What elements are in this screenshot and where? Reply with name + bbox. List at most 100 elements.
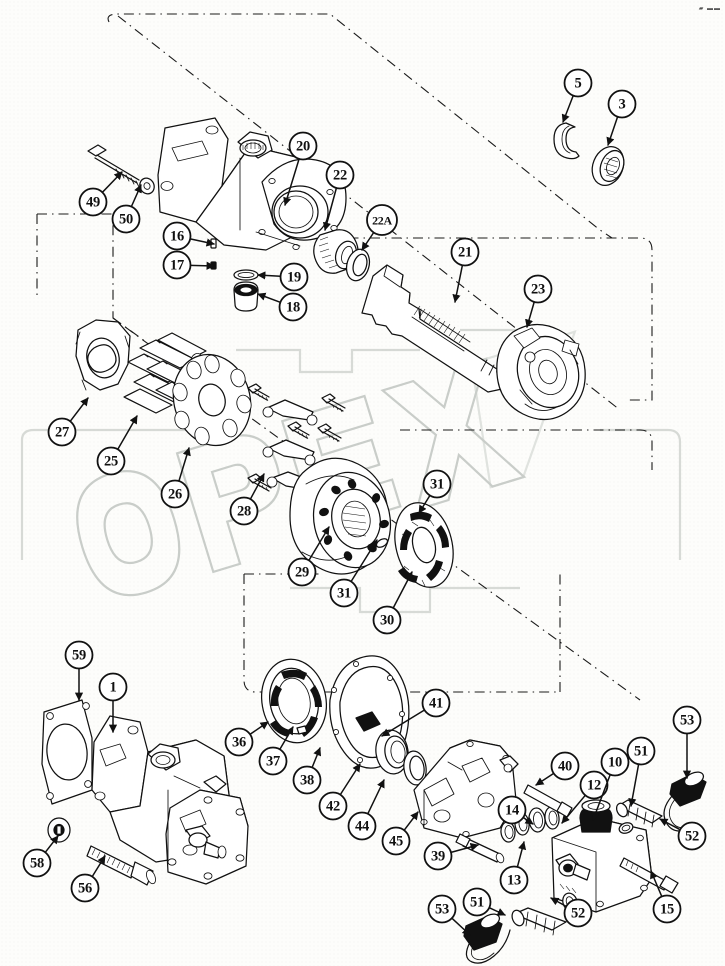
callout-label-31b: 31	[337, 586, 351, 602]
callout-bubble-52[interactable]	[677, 821, 707, 851]
callout-leader-38	[311, 747, 322, 769]
callout-bubble-3[interactable]	[607, 89, 637, 119]
callout-label-3: 3	[619, 97, 626, 113]
part-10-valve-body	[551, 799, 653, 913]
callout-label-51: 51	[634, 744, 648, 760]
callout-leader-42	[339, 763, 361, 796]
callout-leader-10	[591, 773, 611, 821]
callout-bubble-58[interactable]	[22, 848, 52, 878]
callout-leader-25	[117, 415, 138, 451]
callout-bubble-19[interactable]	[279, 262, 309, 292]
part-45-valve-housing	[413, 739, 519, 839]
callout-label-37: 37	[266, 754, 280, 770]
part-5-snap-ring	[553, 122, 580, 160]
callout-leader-41	[381, 709, 426, 737]
callout-bubble-22A[interactable]	[366, 204, 398, 236]
callout-leader-20	[283, 158, 300, 206]
callout-label-56: 56	[78, 881, 92, 897]
callout-bubble-45[interactable]	[381, 826, 411, 856]
callout-bubble-27[interactable]	[47, 417, 77, 447]
callout-label-59: 59	[72, 648, 86, 664]
callout-bubble-17[interactable]	[162, 250, 192, 280]
callout-bubble-10[interactable]	[600, 747, 630, 777]
part-51-adapter-lower	[511, 907, 567, 936]
callout-bubble-53[interactable]	[672, 705, 702, 735]
callout-label-10: 10	[608, 755, 622, 771]
callout-bubble-50[interactable]	[111, 204, 141, 234]
callout-bubble-31b[interactable]	[329, 578, 359, 608]
callout-leader-23	[525, 301, 535, 328]
callout-label-1: 1	[110, 680, 117, 696]
callout-label-20: 20	[296, 139, 310, 155]
callout-label-53: 53	[680, 713, 694, 729]
callout-bubble-29[interactable]	[287, 557, 317, 587]
callout-bubble-26[interactable]	[160, 479, 190, 509]
callout-bubble-16[interactable]	[162, 221, 192, 251]
callout-bubble-39[interactable]	[423, 841, 453, 871]
callout-leader-53b	[451, 917, 471, 936]
part-18-plug	[233, 281, 259, 312]
callout-leader-22	[322, 187, 338, 231]
callout-bubble-28[interactable]	[229, 496, 259, 526]
callout-leader-29	[308, 526, 330, 562]
callout-bubble-38[interactable]	[292, 765, 322, 795]
callout-label-27: 27	[55, 425, 69, 441]
callout-label-30: 30	[380, 613, 394, 629]
callout-leader-39	[450, 842, 479, 854]
callout-bubble-15[interactable]	[652, 894, 682, 924]
callout-leader-51b	[488, 906, 506, 916]
part-37-pin	[296, 725, 308, 735]
callout-bubble-59[interactable]	[64, 640, 94, 670]
callout-bubble-18[interactable]	[278, 292, 308, 322]
callout-leader-26	[178, 447, 191, 482]
callout-label-50: 50	[119, 212, 133, 228]
part-20-pump-housing	[157, 117, 347, 251]
callout-bubble-23[interactable]	[523, 274, 553, 304]
callout-label-12: 12	[587, 778, 601, 794]
callout-leader-49	[101, 171, 123, 194]
callout-bubble-51[interactable]	[626, 736, 656, 766]
callout-label-38: 38	[300, 773, 314, 789]
callout-bubble-56[interactable]	[70, 873, 100, 903]
callout-label-15: 15	[660, 902, 674, 918]
callout-bubble-51b[interactable]	[462, 887, 492, 917]
callout-bubble-37[interactable]	[258, 746, 288, 776]
callout-label-39: 39	[431, 849, 445, 865]
callout-bubble-42[interactable]	[318, 791, 348, 821]
part-3-bearing	[591, 145, 625, 187]
callout-bubble-5[interactable]	[563, 68, 593, 98]
callout-label-31: 31	[430, 477, 444, 493]
callout-label-17: 17	[170, 258, 184, 274]
callout-bubble-40[interactable]	[550, 751, 580, 781]
callout-bubble-14[interactable]	[497, 795, 527, 825]
callout-label-36: 36	[232, 735, 246, 751]
callout-bubble-13[interactable]	[499, 865, 529, 895]
callout-bubble-21[interactable]	[450, 237, 480, 267]
part-52-o-ring-upper	[618, 822, 634, 834]
callout-label-58: 58	[30, 856, 44, 872]
part-30-valve-plate	[394, 502, 454, 588]
callout-label-26: 26	[168, 487, 182, 503]
callout-bubble-12[interactable]	[579, 770, 609, 800]
callout-bubble-25[interactable]	[96, 446, 126, 476]
callout-bubble-36[interactable]	[224, 727, 254, 757]
part-41-spring-pin	[355, 711, 381, 732]
callout-bubble-1[interactable]	[98, 672, 128, 702]
callout-leader-13	[516, 841, 527, 868]
callout-leader-36	[249, 721, 269, 736]
callout-leader-40	[535, 772, 555, 786]
callout-bubble-49[interactable]	[78, 187, 108, 217]
callout-bubble-30[interactable]	[372, 605, 402, 635]
callout-leader-51	[628, 763, 640, 807]
callout-bubble-44[interactable]	[347, 811, 377, 841]
callout-leader-52	[659, 818, 681, 831]
callout-bubble-41[interactable]	[421, 688, 451, 718]
callout-bubble-20[interactable]	[288, 131, 318, 161]
callout-bubble-31[interactable]	[422, 469, 452, 499]
callout-label-18: 18	[286, 300, 300, 316]
callout-bubble-52b[interactable]	[563, 898, 593, 928]
callout-bubble-53b[interactable]	[427, 894, 457, 924]
callout-bubble-22[interactable]	[325, 160, 355, 190]
